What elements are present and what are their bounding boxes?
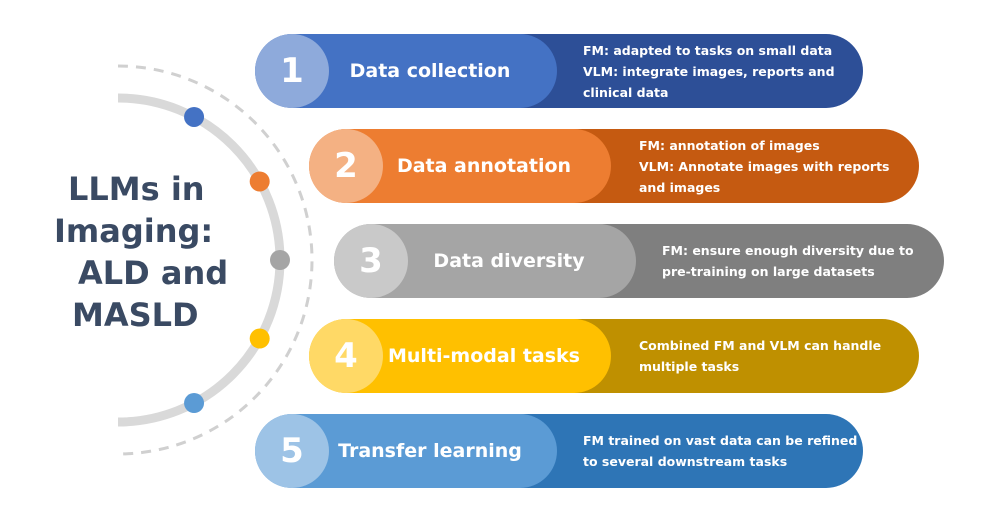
timeline-dot-2 xyxy=(249,171,270,192)
title-line-1: LLMs in xyxy=(68,170,205,208)
step-1-label: Data collection xyxy=(349,60,511,82)
step-3-desc-line-1: FM: ensure enough diversity due to xyxy=(662,243,914,258)
step-5-desc-line-1: FM trained on vast data can be refined xyxy=(583,433,858,448)
step-5-description: FM trained on vast data can be refined t… xyxy=(583,414,857,488)
step-2-description: FM: annotation of images VLM: Annotate i… xyxy=(639,129,889,203)
title-line-4: MASLD xyxy=(72,296,199,334)
step-4-number: 4 xyxy=(309,319,383,393)
step-row-1: 1 Data collection FM: adapted to tasks o… xyxy=(255,34,863,108)
step-1-number: 1 xyxy=(255,34,329,108)
step-1-description: FM: adapted to tasks on small data VLM: … xyxy=(583,34,835,108)
step-5-pill: 5 Transfer learning xyxy=(255,414,557,488)
step-1-desc-line-1: FM: adapted to tasks on small data xyxy=(583,42,833,58)
step-1-pill: 1 Data collection xyxy=(255,34,557,108)
timeline-dot-5 xyxy=(184,393,205,414)
step-2-number: 2 xyxy=(309,129,383,203)
step-2-desc-line-2: VLM: Annotate images with reports xyxy=(639,158,890,174)
step-5-desc-line-2: to several downstream tasks xyxy=(583,454,788,469)
timeline-dot-1 xyxy=(184,106,205,127)
step-3-label: Data diversity xyxy=(433,250,585,272)
step-row-5: 5 Transfer learning FM trained on vast d… xyxy=(255,414,863,488)
step-2-desc-line-1: FM: annotation of images xyxy=(639,137,820,153)
step-3-desc-line-2: pre-training on large datasets xyxy=(662,264,875,279)
step-2-desc-line-3: and images xyxy=(639,179,721,195)
step-2-pill: 2 Data annotation xyxy=(309,129,611,203)
title-line-2: Imaging: xyxy=(54,212,214,250)
outer-dashed-arc xyxy=(117,64,314,456)
step-4-description: Combined FM and VLM can handle multiple … xyxy=(639,319,881,393)
step-row-3: 3 Data diversity FM: ensure enough diver… xyxy=(334,224,944,298)
step-1-desc-line-2: VLM: integrate images, reports and xyxy=(583,63,835,79)
step-row-2: 2 Data annotation FM: annotation of imag… xyxy=(309,129,919,203)
step-4-pill: 4 Multi-modal tasks xyxy=(309,319,611,393)
step-1-desc-line-3: clinical data xyxy=(583,84,669,100)
step-4-label: Multi-modal tasks xyxy=(388,345,580,367)
step-2-label: Data annotation xyxy=(396,155,572,177)
timeline-dot-4 xyxy=(249,328,270,349)
step-5-label: Transfer learning xyxy=(338,440,522,462)
step-5-number: 5 xyxy=(255,414,329,488)
step-4-desc-line-1: Combined FM and VLM can handle xyxy=(639,338,882,353)
timeline-dot-3 xyxy=(270,250,290,270)
title-line-3: ALD and xyxy=(78,254,229,292)
diagram-title: LLMs in Imaging: ALD and MASLD xyxy=(42,168,242,336)
step-3-description: FM: ensure enough diversity due to pre-t… xyxy=(662,224,914,298)
step-3-pill: 3 Data diversity xyxy=(334,224,636,298)
step-3-number: 3 xyxy=(334,224,408,298)
step-4-desc-line-2: multiple tasks xyxy=(639,359,740,374)
step-row-4: 4 Multi-modal tasks Combined FM and VLM … xyxy=(309,319,919,393)
